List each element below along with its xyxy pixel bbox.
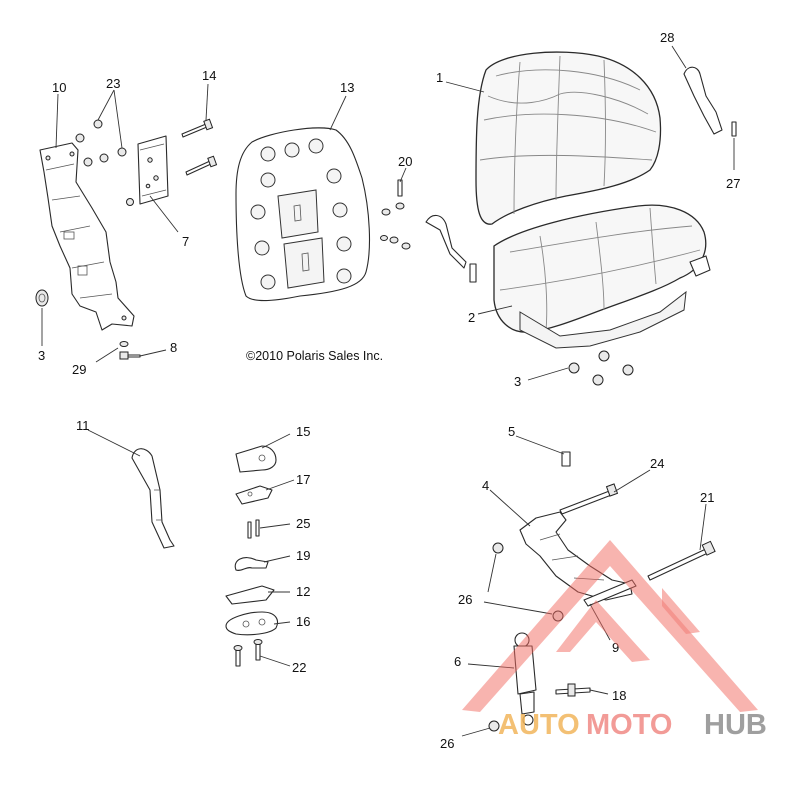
callout-7: 7 [182, 234, 189, 249]
watermark-auto-text: AUTO [498, 709, 580, 741]
latch-block-15 [235, 445, 277, 473]
strap-bracket-11 [131, 448, 175, 549]
strap-clip-28 [683, 66, 723, 135]
seat-back-panel [235, 127, 371, 302]
watermark-triangle-icon [462, 540, 758, 712]
callout-20: 20 [398, 154, 412, 169]
pin-27 [731, 121, 737, 137]
callout-18: 18 [612, 688, 626, 703]
callout-11: 11 [76, 418, 90, 433]
mounting-plate [137, 135, 169, 205]
callout-6: 6 [454, 654, 461, 669]
callout-8: 8 [170, 340, 177, 355]
grease-fitting-5 [561, 451, 571, 467]
callout-23: 23 [106, 76, 120, 91]
callout-28: 28 [660, 30, 674, 45]
latch-plate-17 [235, 485, 273, 505]
automotohub-watermark: AUTO MOTO HUB [462, 540, 767, 741]
nut-set-3 [568, 350, 634, 386]
spring-19 [234, 557, 269, 571]
callout-17: 17 [296, 472, 310, 487]
callout-25: 25 [296, 516, 310, 531]
spacer-left [35, 289, 49, 307]
callout-26-upper: 26 [458, 592, 472, 607]
bolt-18 [555, 683, 591, 697]
callout-24: 24 [650, 456, 664, 471]
long-bolts-14 [181, 118, 218, 176]
callout-26-lower: 26 [440, 736, 454, 751]
seat-back-cushion [475, 51, 662, 225]
bolt-21 [647, 540, 716, 581]
pins-25 [247, 519, 260, 539]
nut-26-lower [488, 720, 500, 732]
callout-2: 2 [468, 310, 475, 325]
callout-21: 21 [700, 490, 714, 505]
seat-bottom-cushion [493, 204, 711, 349]
seat-mount-bracket [39, 142, 135, 331]
callout-4: 4 [482, 478, 489, 493]
callout-labels: 10 23 14 13 7 20 1 28 27 2 3 29 8 3 11 1… [38, 30, 740, 751]
callout-22: 22 [292, 660, 306, 675]
retaining-strap [425, 214, 477, 283]
callout-3-right: 3 [514, 374, 521, 389]
callout-15: 15 [296, 424, 310, 439]
pivot-frame-4 [519, 511, 633, 601]
washer-and-screw [119, 341, 141, 360]
copyright-notice: ©2010 Polaris Sales Inc. [246, 349, 383, 363]
latch-base-16 [225, 611, 279, 636]
callout-16: 16 [296, 614, 310, 629]
callout-10: 10 [52, 80, 66, 95]
callout-leaders [41, 45, 735, 737]
callout-5: 5 [508, 424, 515, 439]
callout-19: 19 [296, 548, 310, 563]
nut-set-23 [75, 119, 134, 206]
callout-27: 27 [726, 176, 740, 191]
callout-3-left: 3 [38, 348, 45, 363]
screws-22 [233, 639, 263, 667]
callout-13: 13 [340, 80, 354, 95]
callout-1: 1 [436, 70, 443, 85]
callout-29: 29 [72, 362, 86, 377]
bolt-24 [559, 483, 619, 515]
callout-9: 9 [612, 640, 619, 655]
screw-set-20 [380, 179, 411, 250]
watermark-moto-text: MOTO [586, 709, 672, 741]
callout-14: 14 [202, 68, 216, 83]
callout-12: 12 [296, 584, 310, 599]
watermark-hub-text: HUB [704, 709, 767, 741]
plate-12 [225, 585, 275, 605]
